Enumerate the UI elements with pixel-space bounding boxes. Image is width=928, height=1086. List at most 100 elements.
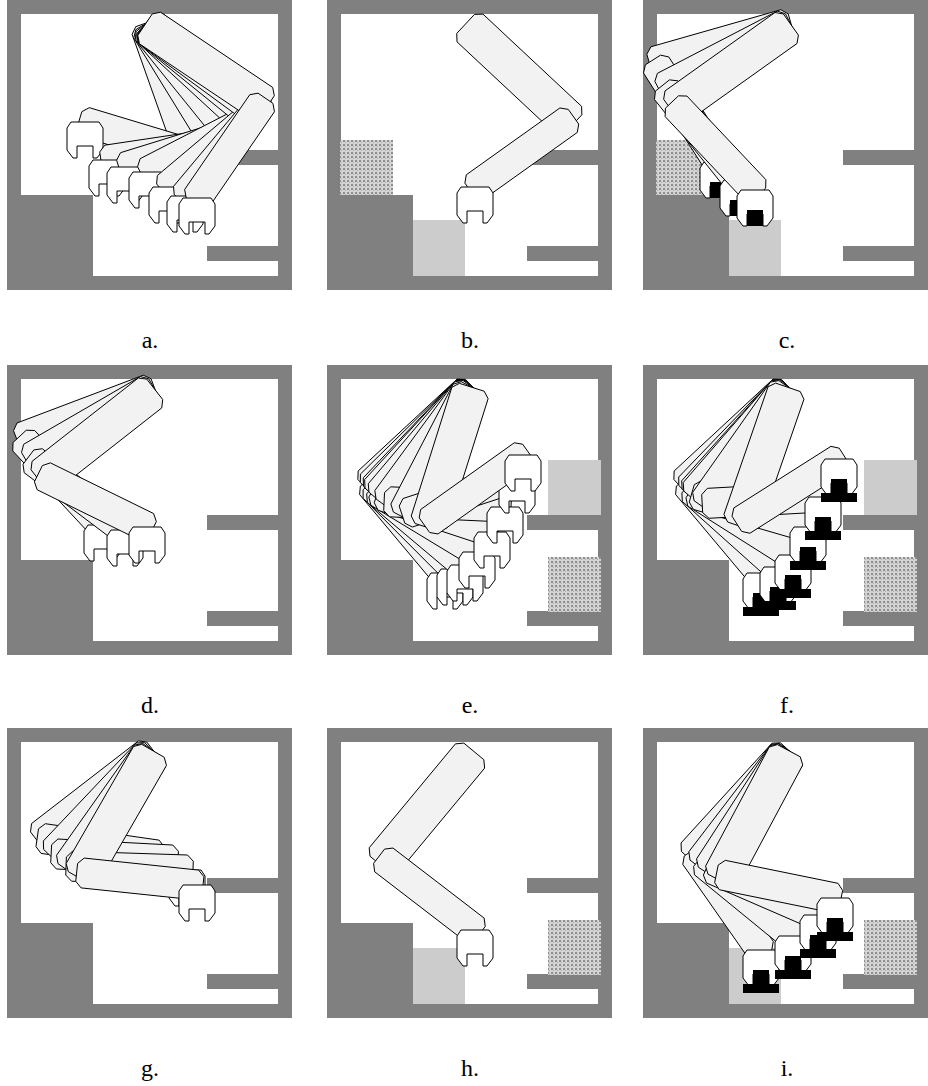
- arm-pose: [57, 744, 205, 906]
- obstacle-block: [657, 923, 729, 1005]
- arm-pose: [66, 744, 215, 921]
- panel-label: d.: [141, 692, 159, 719]
- obstacle-block: [341, 923, 413, 1005]
- gripper: [817, 898, 853, 934]
- workcell-panel: [7, 728, 292, 1018]
- arm-pose: [706, 745, 853, 941]
- fore-link: [665, 96, 766, 201]
- frame: [7, 728, 292, 1018]
- obstacle-block: [21, 195, 93, 277]
- frame: [643, 0, 928, 290]
- held-part: [827, 918, 843, 934]
- goal-region: [548, 557, 601, 612]
- held-part: [747, 210, 763, 226]
- gripper: [457, 930, 493, 966]
- gripper: [179, 885, 215, 921]
- gripper: [129, 527, 165, 563]
- frame: [327, 0, 612, 290]
- shelf: [527, 515, 612, 530]
- arm-pose: [411, 383, 541, 534]
- start-region: [864, 460, 917, 515]
- arm-pose: [689, 743, 811, 979]
- shelf: [843, 515, 928, 530]
- held-part: [753, 970, 769, 986]
- fore-link: [185, 93, 275, 208]
- gripper: [505, 455, 541, 491]
- held-part: [775, 970, 811, 979]
- gripper: [737, 190, 773, 226]
- shelf: [843, 878, 928, 893]
- held-part: [775, 589, 811, 598]
- panel-label: i.: [781, 1055, 794, 1082]
- gripper: [179, 198, 215, 234]
- workspace: [21, 742, 278, 1004]
- frame: [327, 365, 612, 655]
- panel-label: a.: [142, 327, 159, 354]
- goal-region: [864, 557, 917, 612]
- held-part: [800, 547, 816, 563]
- shelf: [527, 246, 612, 261]
- start-region: [729, 220, 781, 276]
- arm-pose: [457, 14, 582, 223]
- workcell-panel: [327, 365, 612, 655]
- shelf: [207, 611, 292, 626]
- panel-label: c.: [779, 327, 796, 354]
- start-region: [413, 220, 465, 276]
- fore-link: [374, 848, 486, 942]
- start-region: [729, 948, 781, 1004]
- goal-region: [340, 140, 393, 195]
- obstacle-block: [21, 560, 93, 642]
- obstacle-block: [657, 195, 729, 277]
- workcell-panel: [7, 0, 292, 290]
- gripper: [805, 497, 841, 533]
- shelf: [843, 611, 928, 626]
- arm-pose: [369, 743, 493, 966]
- held-part: [817, 932, 853, 941]
- arm-pose: [697, 744, 836, 958]
- shelf: [207, 878, 292, 893]
- obstacle-block: [341, 195, 413, 277]
- arm-pose: [138, 12, 275, 234]
- panel-label: h.: [461, 1055, 479, 1082]
- held-part: [743, 984, 779, 993]
- held-part: [800, 949, 836, 958]
- held-part: [790, 561, 826, 570]
- obstacle-block: [341, 560, 413, 642]
- shelf: [207, 974, 292, 989]
- held-part: [805, 531, 841, 540]
- goal-region: [548, 920, 601, 975]
- workspace: [341, 14, 598, 276]
- gripper: [743, 950, 779, 986]
- panel-label: g.: [141, 1055, 159, 1082]
- held-part: [821, 493, 857, 502]
- workcell-panel: [327, 0, 612, 290]
- gripper: [67, 122, 103, 158]
- frame: [643, 365, 928, 655]
- arm-pose: [664, 13, 799, 226]
- frame: [7, 365, 292, 655]
- held-part: [785, 956, 801, 972]
- workcell-panel: [643, 0, 928, 290]
- goal-region: [864, 920, 917, 975]
- panel-label: b.: [461, 327, 479, 354]
- workspace: [21, 14, 278, 276]
- shelf: [843, 974, 928, 989]
- fore-link: [465, 108, 579, 199]
- shelf: [843, 150, 928, 165]
- shelf: [527, 974, 612, 989]
- shelf: [527, 878, 612, 893]
- shelf: [843, 246, 928, 261]
- workcell-panel: [643, 728, 928, 1018]
- start-region: [548, 460, 601, 515]
- obstacle-block: [657, 560, 729, 642]
- held-part: [815, 517, 831, 533]
- workcell-panel: [643, 365, 928, 655]
- workcell-panel: [327, 728, 612, 1018]
- arm-pose: [724, 383, 857, 533]
- shelf: [207, 246, 292, 261]
- gripper: [457, 187, 493, 223]
- obstacle-block: [21, 923, 93, 1005]
- gripper: [821, 459, 857, 495]
